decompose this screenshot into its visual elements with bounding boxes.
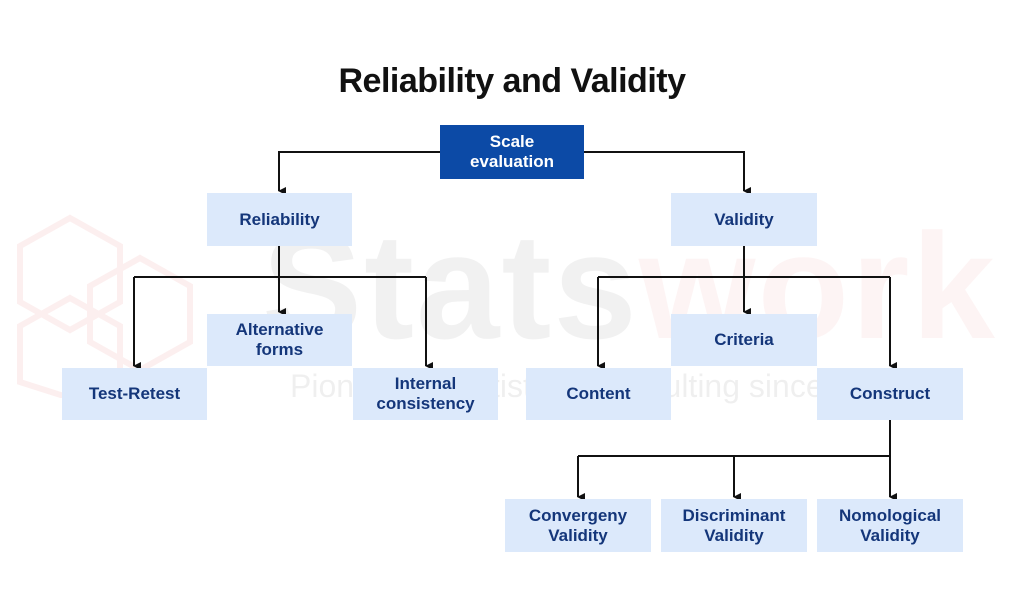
node-discriminant-validity: Discriminant Validity (661, 499, 807, 552)
node-construct: Construct (817, 368, 963, 420)
node-nomological-validity: Nomological Validity (817, 499, 963, 552)
node-internal-consistency: Internal consistency (353, 368, 498, 420)
node-alternative-forms: Alternative forms (207, 314, 352, 366)
node-test-retest: Test-Retest (62, 368, 207, 420)
node-validity: Validity (671, 193, 817, 246)
node-content: Content (526, 368, 671, 420)
diagram-title: Reliability and Validity (338, 62, 687, 100)
node-criteria: Criteria (671, 314, 817, 366)
connector-root-validity (584, 151, 751, 195)
node-convergeny-validity: Convergeny Validity (505, 499, 651, 552)
node-reliability: Reliability (207, 193, 352, 246)
node-scale-evaluation: Scale evaluation (440, 125, 584, 179)
connector-root-reliability (278, 151, 440, 195)
